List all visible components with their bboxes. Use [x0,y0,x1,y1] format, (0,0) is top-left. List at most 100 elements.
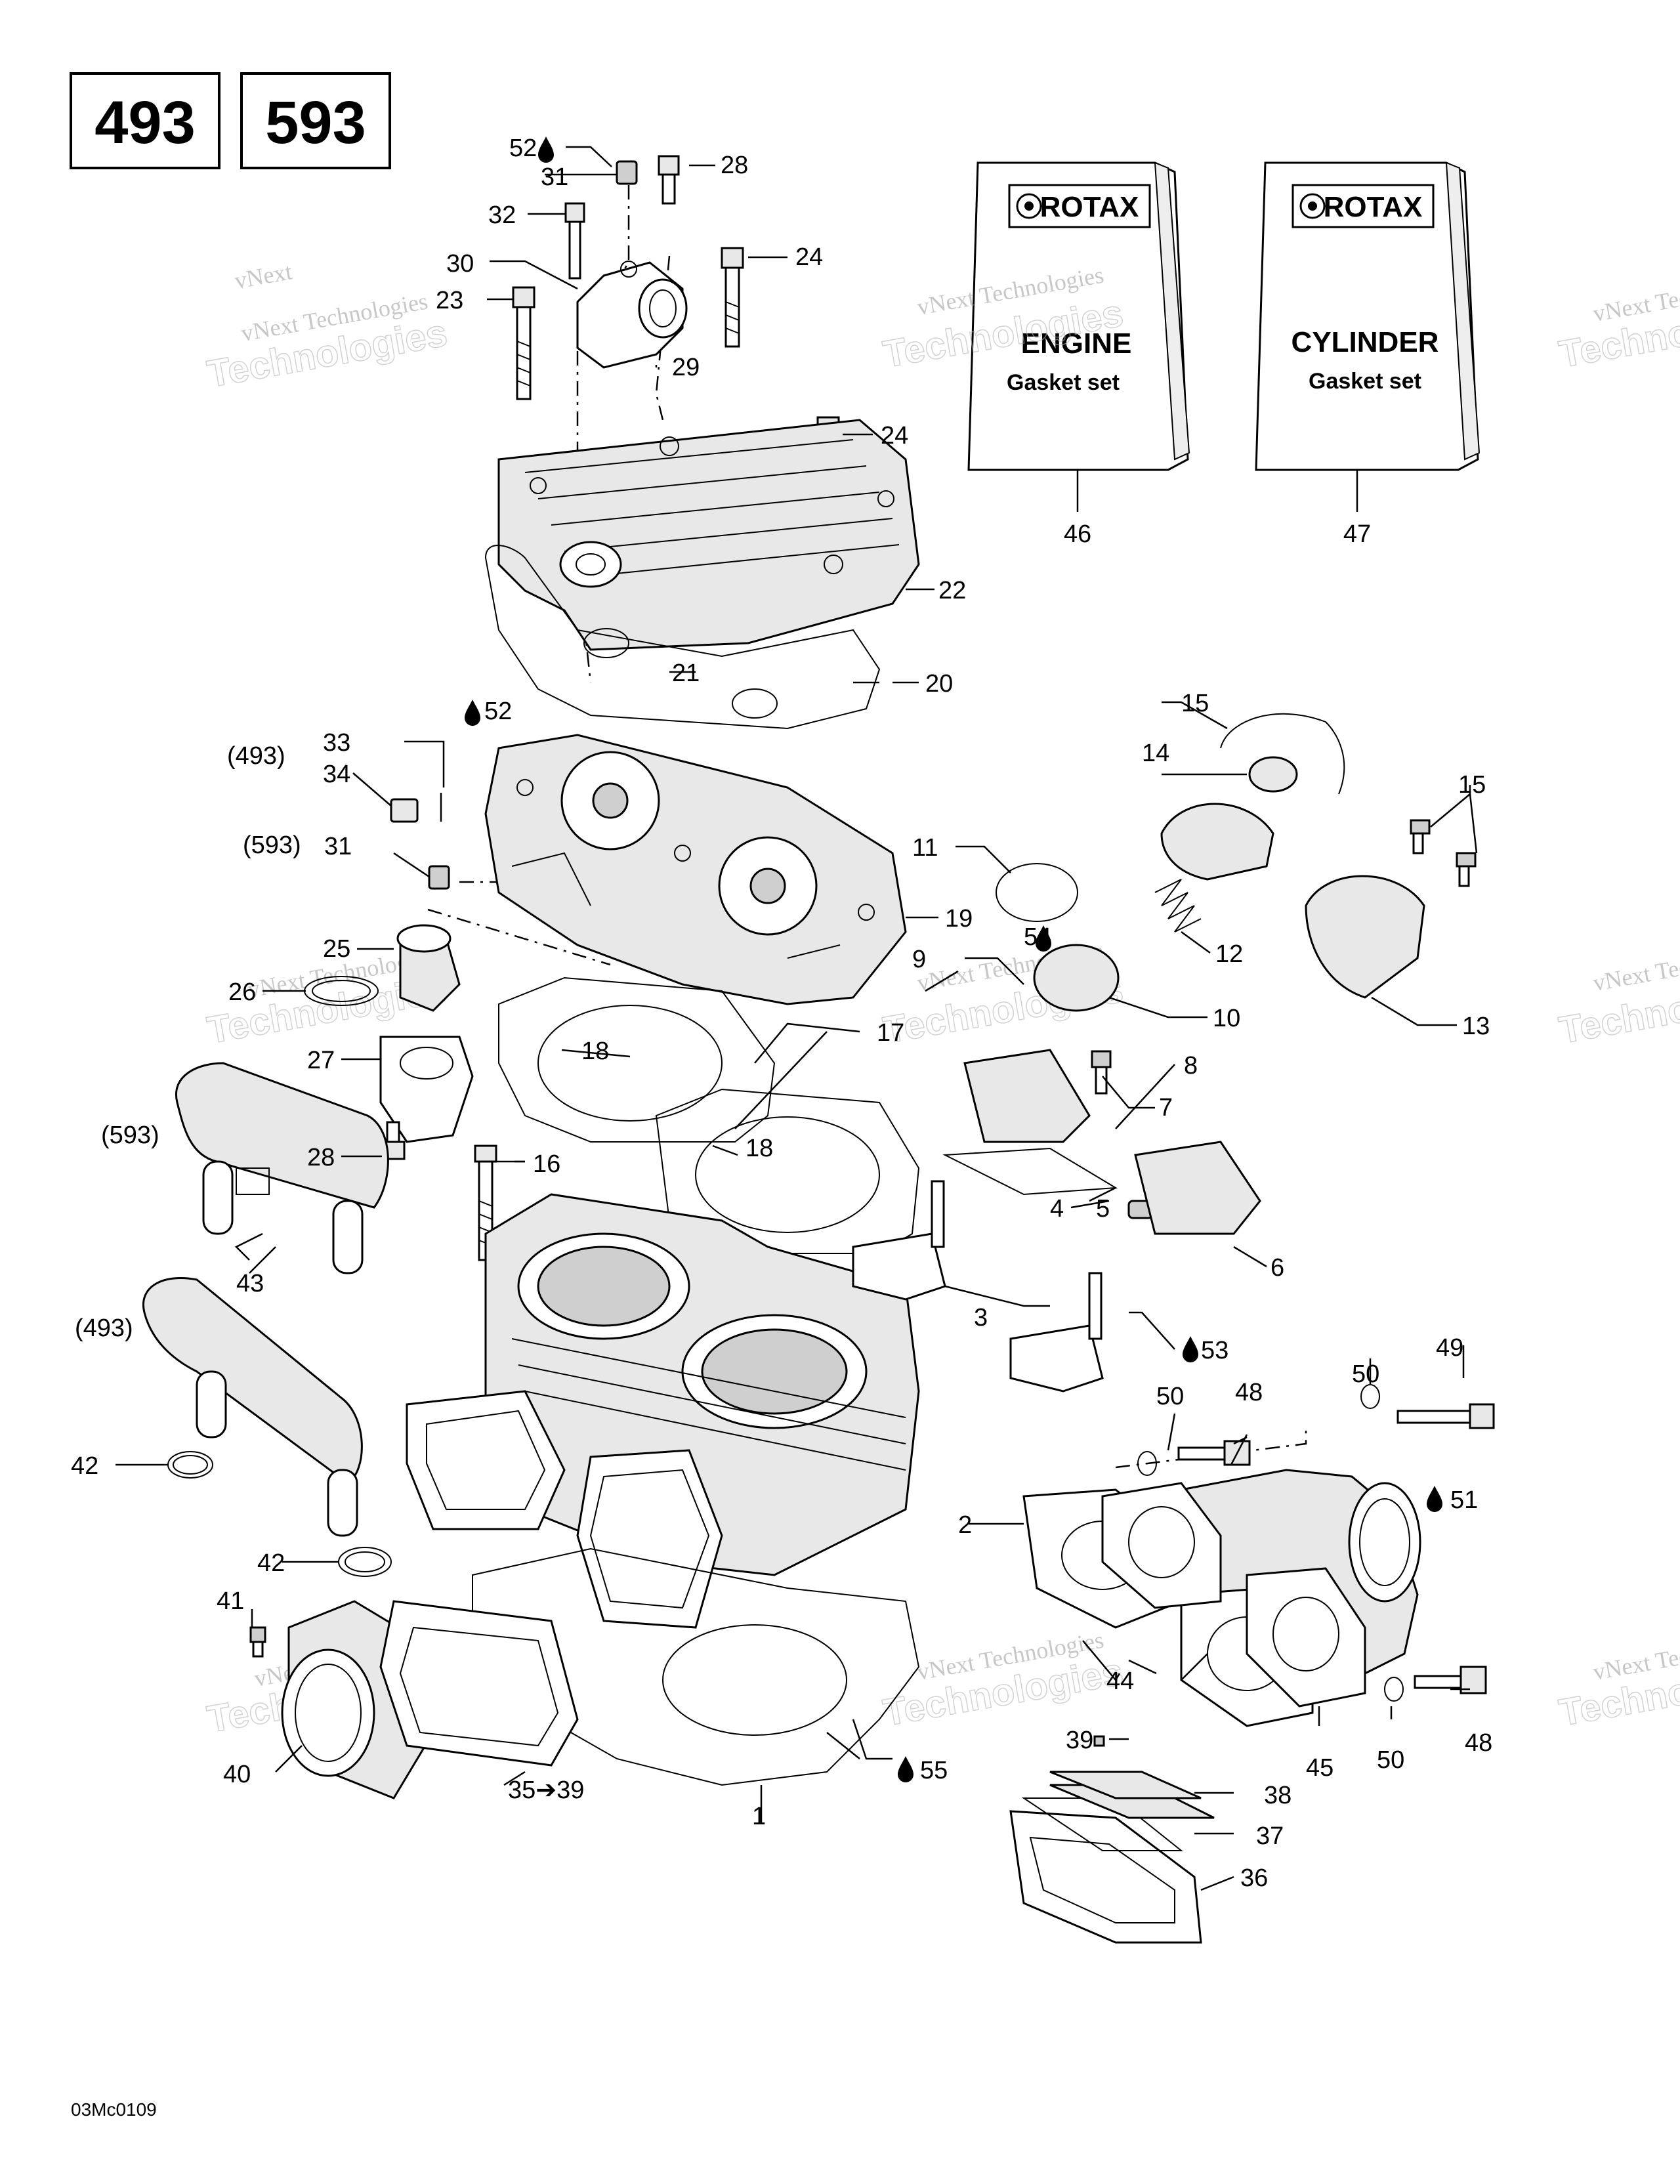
callout-41: 41 [217,1587,244,1615]
callout-42: 42 [71,1452,98,1480]
nut-31-head [428,865,450,890]
kit-brand: ROTAX [1324,191,1423,223]
callout-11: 11 [912,834,938,862]
nut-31-top [616,160,638,185]
callout-49: 49 [1436,1334,1463,1362]
callout-25: 25 [323,935,350,963]
callout-4: 4 [1050,1195,1064,1223]
thermostat-housing-cover-29 [576,261,688,369]
callout-54: 54 [1024,923,1051,951]
callout-14: 14 [1142,740,1169,767]
callout-13: 13 [1462,1013,1490,1040]
screw-41 [249,1626,266,1658]
bolt-23 [512,286,536,400]
callout-17: 17 [877,1019,904,1047]
callout-51: 51 [1450,1486,1478,1514]
watermark-text: vNext Technologies [1591,938,1680,996]
variant-593: (593) [101,1122,159,1149]
leader-lines [116,146,1478,1891]
model-badge-text: 493 [94,89,196,156]
kit-title: ENGINE [1021,327,1132,360]
callout-39: 39 [1066,1727,1093,1754]
drop-icon [465,700,480,726]
bolt-32 [564,202,585,280]
cylinder-gasket-set-kit: ROTAX CYLINDER Gasket set 47 [1255,161,1480,548]
clamp-42-upper [167,1451,213,1479]
callout-55: 55 [920,1757,948,1784]
callout-7: 7 [1159,1094,1173,1122]
callout-50: 50 [1352,1360,1379,1388]
screw-15-a [1410,819,1431,854]
callout-35-39: 35➔39 [508,1776,584,1804]
callout-38: 38 [1264,1782,1292,1809]
reed-block-36 [1009,1810,1202,1944]
reed-stopper-38 [1049,1771,1215,1819]
bolt-48 [1177,1440,1487,1694]
callout-3: 3 [974,1304,988,1332]
water-manifold-593 [175,1062,389,1274]
callout-9: 9 [912,946,926,973]
callout-26: 26 [228,978,256,1006]
callout-42: 42 [257,1549,285,1577]
callout-24: 24 [881,422,908,450]
callout-2: 2 [958,1511,972,1539]
variant-493: (493) [75,1314,133,1342]
kit-subtitle: Gasket set [1309,369,1421,394]
callout-12: 12 [1215,940,1243,968]
bolt-49 [1396,1403,1495,1429]
callout-15: 15 [1458,771,1486,799]
model-badge-text: 593 [265,89,366,156]
callout-10: 10 [1213,1005,1240,1032]
water-manifold-493 [142,1276,363,1537]
plug-34 [390,798,419,823]
callout-46: 46 [1064,520,1091,548]
callout-48: 48 [1235,1379,1263,1406]
callout-29: 29 [672,354,700,381]
callout-1: 1 [752,1803,766,1830]
model-badge-493: 493 [70,72,220,169]
callout-37: 37 [1256,1822,1284,1850]
watermark-text: vNext [232,258,294,294]
valve-housing-8 [963,1049,1091,1143]
callout-21: 21 [672,660,700,687]
drop-icon [1427,1486,1442,1512]
callout-20: 20 [925,670,953,698]
callout-28: 28 [721,152,748,179]
callout-18: 18 [746,1135,773,1162]
spring-clip-15 [1220,713,1345,795]
drawing-code: 03Mc0109 [71,2099,157,2120]
drop-icon [898,1756,914,1782]
callout-50: 50 [1156,1383,1184,1410]
drop-icons [465,136,1442,1782]
callout-15: 15 [1181,690,1209,717]
gasket-5 [942,1147,1118,1196]
callout-27: 27 [307,1047,335,1074]
callout-16: 16 [533,1150,560,1178]
valve-cover-13 [1160,803,1425,999]
callout-30: 30 [446,250,474,278]
rave-valve-3 [852,1180,1104,1393]
piston-10 [1033,944,1120,1012]
thermostat-25 [396,924,461,1012]
callout-8: 8 [1184,1052,1198,1080]
callout-33: 33 [323,729,350,757]
thermostat-housing-27 [379,1036,474,1143]
variant-593: (593) [243,831,301,859]
callout-53: 53 [1201,1337,1228,1364]
o-ring-18 [537,1005,880,1233]
kit-brand: ROTAX [1040,191,1139,223]
callout-43: 43 [236,1270,264,1297]
callout-6: 6 [1270,1254,1284,1282]
screw-7 [1091,1050,1112,1095]
callout-52: 52 [509,135,537,162]
callout-44: 44 [1106,1668,1134,1695]
screw-15-b [1456,852,1477,887]
exhaust-flange-45 [1101,1482,1366,1708]
callout-31: 31 [541,163,568,191]
clamp-42-lower [338,1547,392,1577]
callout-18: 18 [581,1038,609,1065]
drop-icon [1183,1336,1198,1362]
gasket-20 [484,545,881,730]
callout-47: 47 [1343,520,1371,548]
